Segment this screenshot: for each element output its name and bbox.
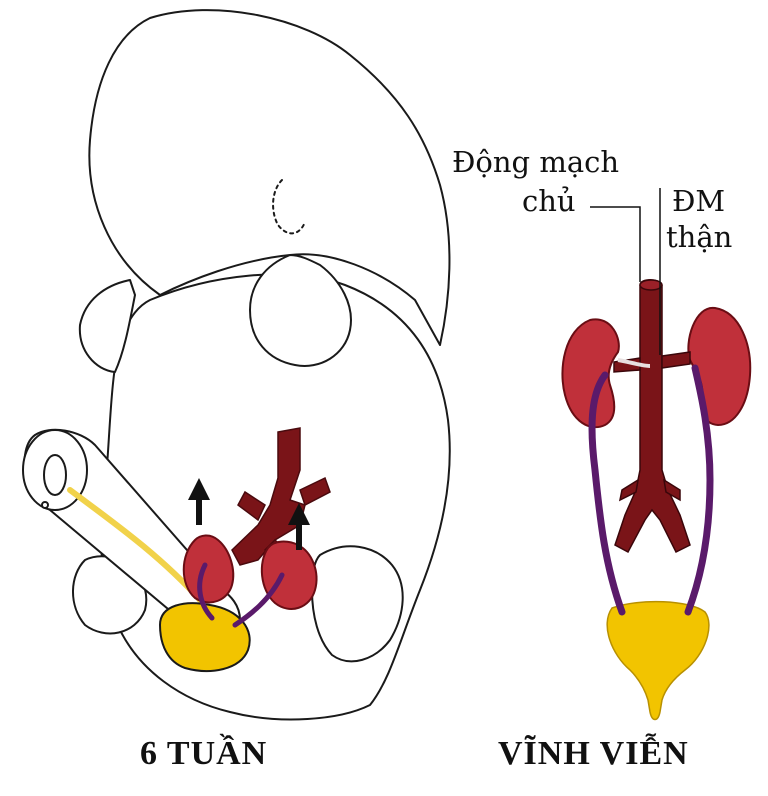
embryo-eye [272, 179, 306, 235]
aorta-label-line2: chủ [522, 184, 576, 218]
caption-permanent: VĨNH VIỄN [498, 735, 689, 772]
embryo-bladder [158, 602, 251, 672]
aorta-leader [590, 206, 641, 282]
embryo-head [88, 9, 451, 346]
ureter-right [684, 364, 714, 616]
embryo-limb-bud-upper [249, 254, 352, 367]
embryo-figure [22, 9, 451, 721]
renal-vein [617, 358, 651, 368]
bladder [606, 600, 710, 721]
embryo-ureters [197, 562, 285, 628]
kidney-left [561, 318, 620, 429]
embryo-kidney-left [182, 534, 235, 604]
aorta [613, 279, 691, 554]
embryo-kidneys [182, 534, 318, 610]
embryo-arm-left [78, 279, 136, 373]
ureter-left [588, 371, 626, 616]
aorta-label-line1: Động mạch [452, 145, 620, 179]
embryo-kidney-right [260, 540, 318, 610]
ureters [588, 364, 714, 616]
renal-artery-label-line2: thận [666, 220, 733, 254]
renal-artery-label-line1: ĐM [672, 184, 726, 218]
caption-six-weeks: 6 TUẦN [140, 735, 268, 772]
cord-lumen [43, 454, 67, 496]
label-leaders [590, 188, 661, 355]
ascent-arrows [188, 478, 310, 550]
